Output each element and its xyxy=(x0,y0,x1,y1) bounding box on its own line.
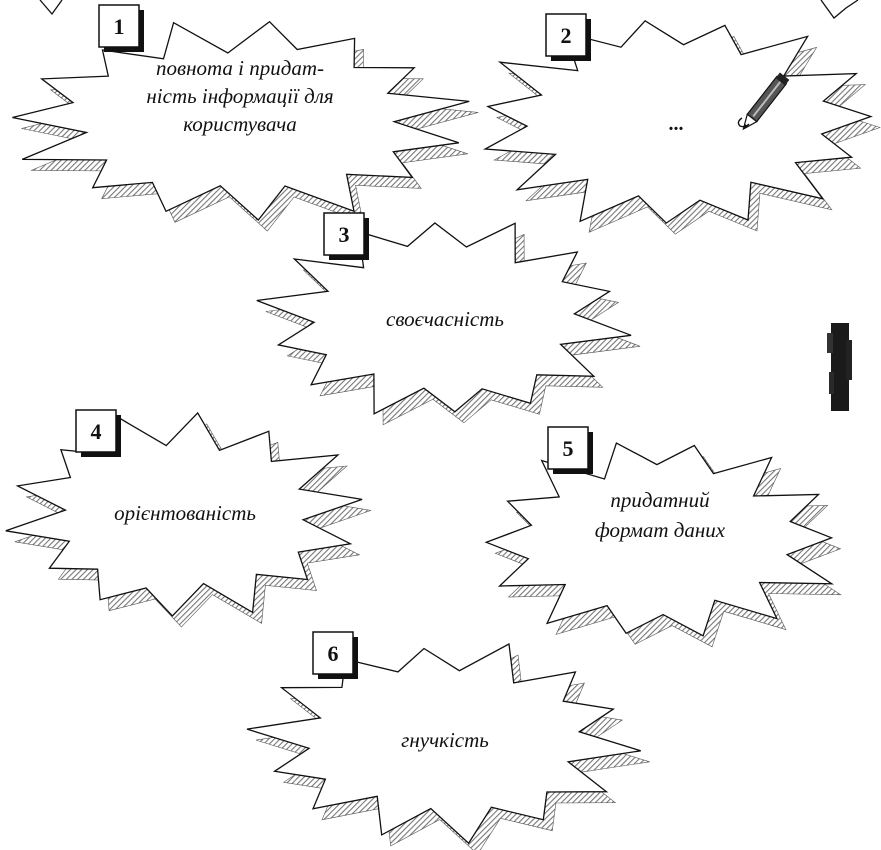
number-box-3: 3 xyxy=(323,212,369,260)
burst-text-line: орієнтованість xyxy=(114,501,256,525)
number-label: 4 xyxy=(91,419,102,444)
burst-shape xyxy=(482,19,873,224)
partial-burst-top-left xyxy=(39,0,63,16)
number-box-6: 6 xyxy=(312,631,358,679)
partial-burst-top-right xyxy=(820,0,859,19)
burst-shape xyxy=(12,20,470,221)
burst-text-line: гнучкість xyxy=(401,728,489,752)
burst-text-line: ... xyxy=(669,113,684,135)
number-box-1: 1 xyxy=(98,4,144,52)
scan-artifact xyxy=(827,323,852,411)
number-box-2: 2 xyxy=(545,13,591,61)
burst-text-line: придатний xyxy=(610,488,710,512)
burst-text-line: ність інформації для xyxy=(146,84,333,108)
burst-1: 1 повнота і придат-ність інформації для ко… xyxy=(12,4,479,232)
burst-text-line: користувача xyxy=(183,112,297,136)
burst-2: 2... xyxy=(482,13,881,235)
number-label: 5 xyxy=(563,436,574,461)
number-label: 6 xyxy=(328,641,339,666)
burst-4: 4 орієнтованість xyxy=(5,409,372,628)
number-label: 1 xyxy=(114,14,125,39)
burst-5: 5 придатний формат даних xyxy=(484,426,842,648)
pencil-scribble xyxy=(737,117,750,128)
burst-shape xyxy=(246,642,641,845)
number-label: 3 xyxy=(339,222,350,247)
burst-shape xyxy=(484,442,835,637)
number-box-4: 4 xyxy=(75,409,121,457)
burst-text-line: формат даних xyxy=(595,518,726,542)
burst-3: 3 своєчасність xyxy=(256,212,641,426)
burst-text-line: своєчасність xyxy=(386,307,504,331)
burst-text-line: повнота і придат- xyxy=(156,56,324,80)
burst-6: 6 гнучкість xyxy=(246,631,650,850)
number-label: 2 xyxy=(561,23,572,48)
number-box-5: 5 xyxy=(547,426,593,474)
